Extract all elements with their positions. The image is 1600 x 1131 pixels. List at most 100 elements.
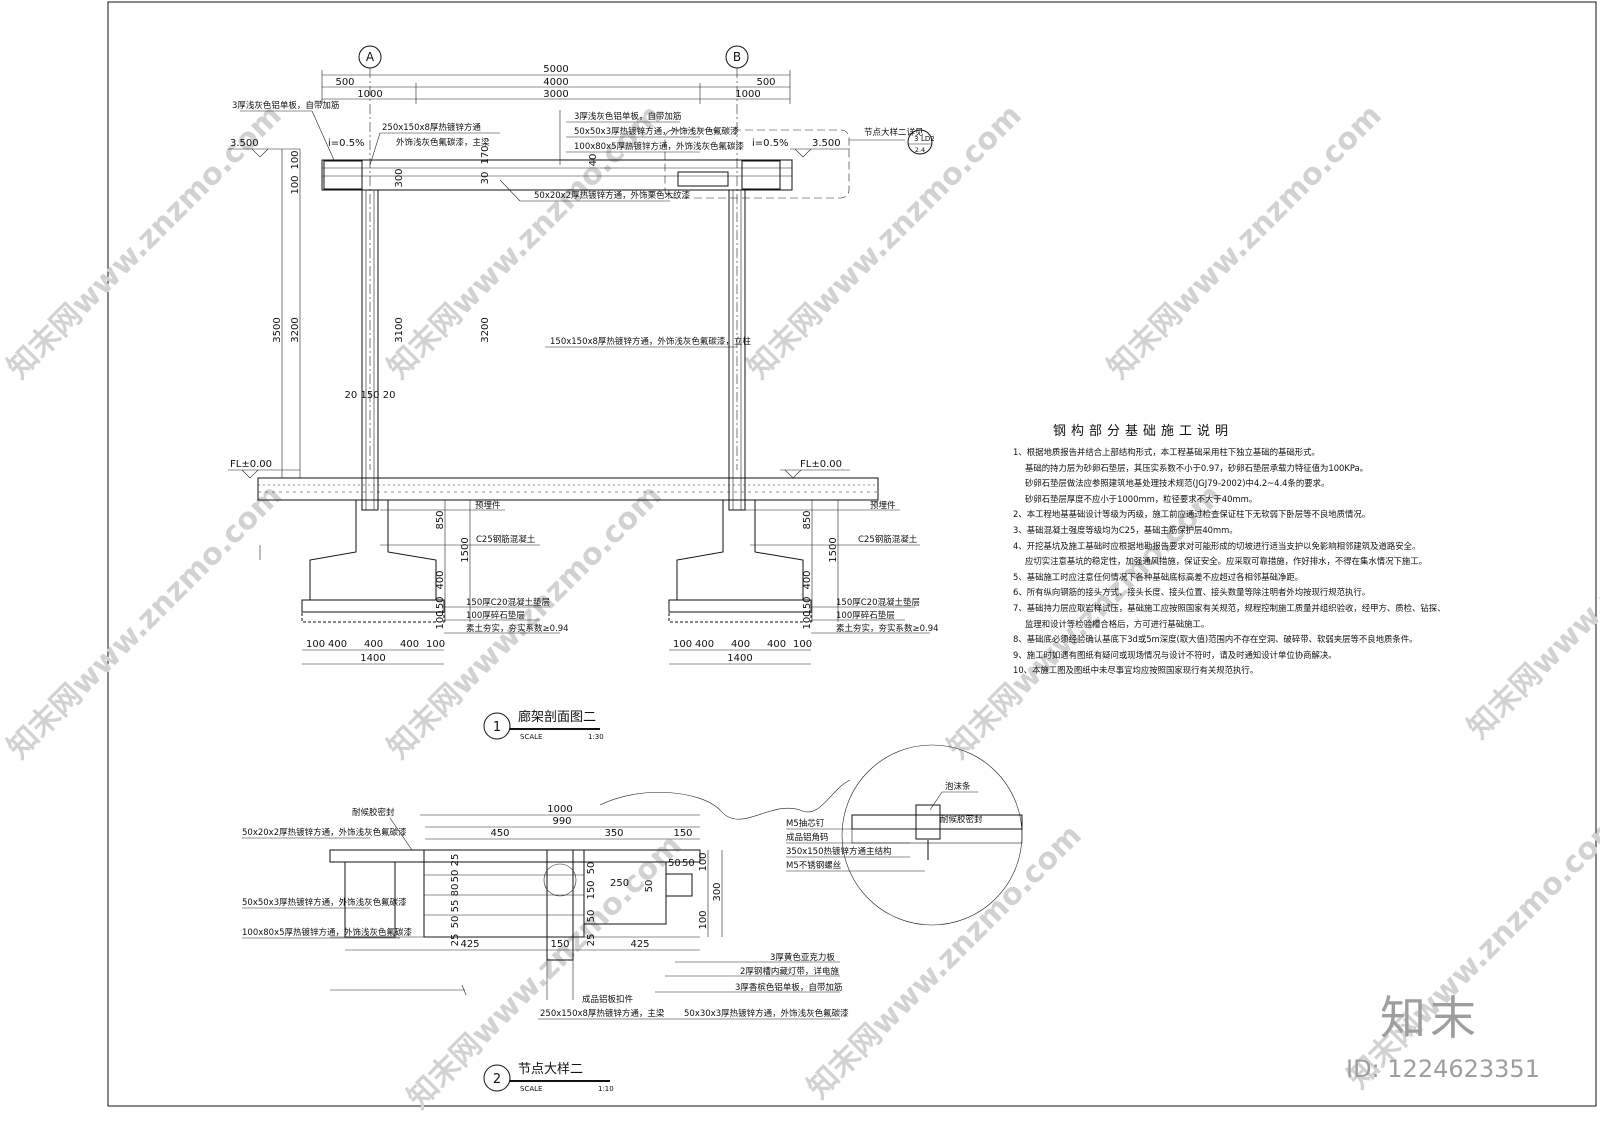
callout-c25-left: C25钢筋混凝土 [476,534,536,545]
foot-b400: 400 [364,639,383,650]
d-tube100: 100x80x5厚热镀锌方通，外饰浅灰色氟碳漆 [242,927,413,938]
ref-bottom: 2.4 [915,146,925,154]
dim-h3500: 3500 [272,317,283,342]
watermark-text: 知末网www.znzmo.com [1341,808,1600,1096]
dim-h40: 40 [588,154,599,167]
title2-name: 节点大样二 [518,1062,583,1077]
d-beam250: 250x150x8厚热镀锌方通，主梁 [540,1008,665,1019]
main-beam-left [323,160,363,190]
callout-tube100: 100x80x5厚热镀锌方通，外饰浅灰色氟碳漆 [574,141,745,152]
title1-name: 廊架剖面图二 [518,709,596,725]
d-foam: 泡沫条 [945,781,971,792]
leader [499,179,521,202]
dim-h150b: 150 [802,596,813,615]
d-100a: 100 [698,852,709,871]
roof-beam [321,159,793,191]
callout-gravel-left: 100厚碎石垫层 [466,610,525,621]
dim-h100a: 100 [290,150,301,169]
dim-right-over: 500 [756,77,775,88]
d-50c: 50 [450,870,461,883]
d-25b: 25 [450,934,461,947]
ground-slab [257,477,879,501]
d-50-50: 50 [668,858,681,869]
callout-beam250-finish: 外饰浅灰色氟碳漆，主梁 [396,137,490,148]
d-m5-rivet: M5抽芯钉 [786,818,825,829]
dim-h3200b: 3200 [480,317,491,342]
elev-mark-top-left [251,148,269,158]
note-line: 2、本工程地基基础设计等级为丙级，施工前应通过检查保证柱下无软弱下卧层等不良地质… [1013,509,1371,520]
d-425b: 425 [630,939,649,950]
tube50-profile [665,873,693,897]
title1-num: 1 [493,720,501,735]
dim-column-width: 20 150 20 [345,390,396,401]
callout-detail-ref: 节点大样二详见 [864,127,924,138]
d-425a: 425 [460,939,479,950]
d-25c: 25 [586,934,597,947]
note-line: 砂卵石垫层做法应参照建筑地基处理技术规范(JGJ79-2002)中4.2~4.4… [1025,478,1330,489]
foot-a100: 100 [306,639,325,650]
watermark-text: 知末网www.znzmo.com [1,478,289,766]
detail-ref-circle [907,129,933,155]
gravel-layer-right [668,611,812,623]
d-led: 2厚钢槽内藏灯带，详电施 [740,966,839,977]
foot-r-a400: 400 [695,639,714,650]
d-50a: 50 [644,880,655,893]
note-line: 8、基础底必须经验确认基底下3d或5m深度(取大值)范围内不存在空洞、破碎带、软… [1013,634,1418,645]
callout-c20-left: 150厚C20混凝土垫层 [466,597,550,608]
dim-h400b: 400 [802,570,813,589]
note-line: 监理和设计等检验槽合格后，方可进行基础施工。 [1025,618,1210,629]
elev-floor-left: FL±0.00 [230,459,272,470]
ref-top: 3 [914,135,918,143]
note-line: 砂卵石垫层厚度不应小于1000mm，粒径要求不大于40mm。 [1025,493,1258,504]
ref-mid: LD2 [921,135,935,143]
d-50b: 50 [586,910,597,923]
callout-tube50x20: 50x20x2厚热镀锌方通，外饰栗色木纹漆 [534,190,691,201]
enlarge-joint [915,804,941,840]
dim-h100d: 100 [802,610,813,629]
footing-left [301,499,445,623]
node-detail: 1000 990 450 350 150 25 50 80 55 50 25 5… [242,744,1023,1093]
dim-h1500b: 1500 [828,537,839,562]
note-line: 基础的持力层为砂卵石垫层，其压实系数不小于0.97，砂卵石垫层承载力特征值为10… [1025,462,1369,473]
dim-h3100: 3100 [394,317,405,342]
slope-left: i=0.5% [328,138,365,149]
d-acrylic: 3厚黄色亚克力板 [770,952,835,963]
foot-d100: 100 [426,639,445,650]
d-990: 990 [552,816,571,827]
elev-top-left: 3.500 [230,138,259,149]
d-bracket: 成品铝板扣件 [582,994,634,1005]
dim-seg1: 1000 [357,89,382,100]
callout-gravel-right: 100厚碎石垫层 [836,610,895,621]
callout-c25-right: C25钢筋混凝土 [858,534,918,545]
callout-embed-right: 预埋件 [870,500,896,511]
note-line: 9、施工时如遇有图纸有疑问或现场情况与设计不符时，请及时通知设计单位协商解决。 [1013,649,1337,660]
dim-total: 5000 [543,64,568,75]
enlarge-link [599,779,851,820]
dim-left-over: 500 [335,77,354,88]
d-tube50x30: 50x30x3厚热镀锌方通，外饰浅灰色氟碳漆 [684,1008,849,1019]
watermark-text: 知末网www.znzmo.com [801,818,1089,1106]
note-line: 5、基础施工时应注意任何情况下各种基础底标高差不应超过各相邻基础净距。 [1013,571,1304,582]
d-150b: 150 [586,880,597,899]
callout-embed-left: 预埋件 [475,500,501,511]
d-100b: 100 [698,910,709,929]
elev-mark-top-right [794,148,812,158]
dim-h850a: 850 [435,510,446,529]
foot-r-d100: 100 [793,639,812,650]
note-line: 4、开挖基坑及施工基础时应根据地勘报告要求对可能形成的切坡进行适当支护以免影响相… [1013,540,1421,551]
title1-scale-label: SCALE [520,733,542,741]
d-150: 150 [673,828,692,839]
sheet-border [107,1,1597,1107]
d-350: 350 [604,828,623,839]
gutter-right [677,171,729,187]
note-line: 7、基础持力层应取岩样试压，基础施工应按照国家有关规范，规程控制施工质量并组织验… [1013,602,1446,613]
elev-mark-floor-right [784,469,802,479]
leader [311,110,335,161]
dim-seg3: 1000 [735,89,760,100]
dim-h300: 300 [394,168,405,187]
foot-r-total: 1400 [727,653,752,664]
main-beam-right [741,160,781,190]
detail-highlight-box [664,129,850,199]
d-50e: 50 [586,862,597,875]
footing-right [668,499,812,623]
